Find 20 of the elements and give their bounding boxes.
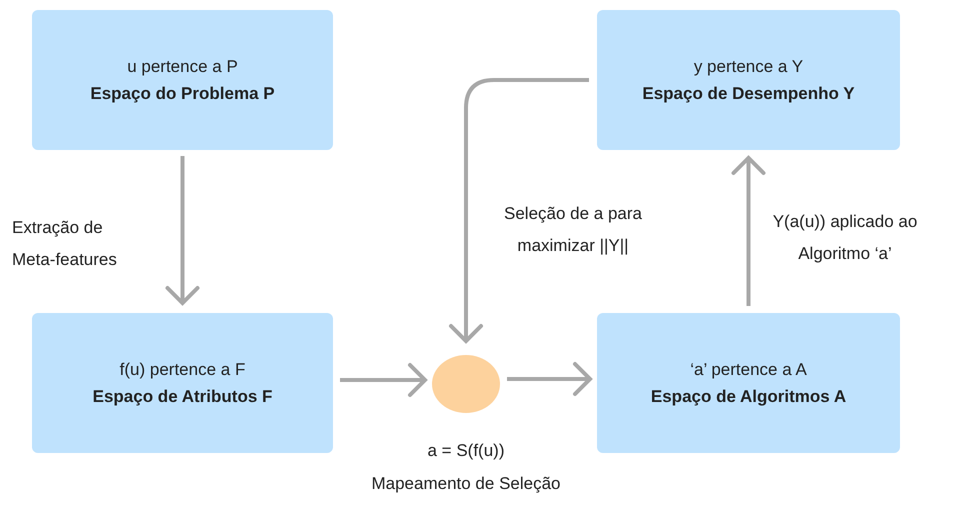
box-subtitle: ‘a’ pertence a A <box>690 358 807 381</box>
box-title: Espaço de Algoritmos A <box>650 386 846 408</box>
arrow <box>166 156 200 305</box>
node-caption: a = S(f(u)) <box>426 440 506 462</box>
edge-label: Y(a(u)) aplicado ao Algoritmo ‘a’ <box>772 211 918 266</box>
box-subtitle: y pertence a Y <box>694 56 804 78</box>
process-box <box>597 10 900 150</box>
arrow <box>340 363 427 397</box>
process-box <box>32 313 333 453</box>
process-box <box>597 313 900 453</box>
arrow <box>507 362 592 396</box>
node-caption: Mapeamento de Seleção <box>370 473 562 495</box>
box-title: Espaço de Desempenho Y <box>642 83 855 105</box>
box-subtitle: u pertence a P <box>127 56 238 78</box>
box-title: Espaço do Problema P <box>90 83 275 105</box>
box-subtitle: f(u) pertence a F <box>120 358 246 381</box>
box-title: Espaço de Atributos F <box>92 386 272 408</box>
process-box <box>32 10 333 150</box>
arrow <box>732 156 766 306</box>
edge-label: Extração de Meta-features <box>12 217 118 272</box>
